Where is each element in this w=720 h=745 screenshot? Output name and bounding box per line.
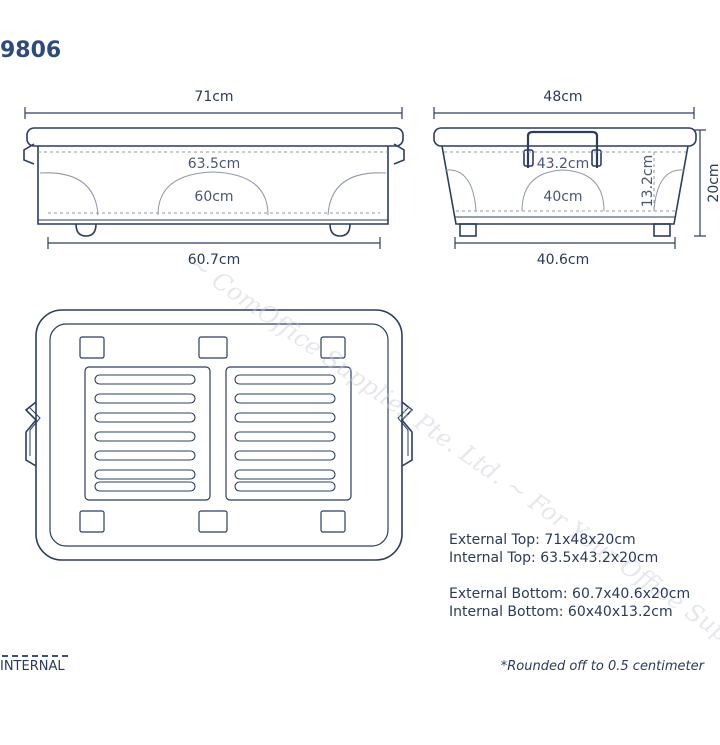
side-internal-height-label: 13.2cm: [640, 155, 656, 208]
storage-box-diagram: 71cm 63.5cm 60cm 60.7cm: [23, 89, 720, 561]
top-left-handle: [24, 401, 38, 467]
front-view: [23, 107, 405, 249]
side-internal-top-label: 43.2cm: [537, 156, 590, 172]
front-left-handle: [23, 143, 35, 165]
square-top-left: [79, 336, 105, 359]
specifications-list: External Top: 71x48x20cm Internal Top: 6…: [449, 531, 690, 621]
front-right-foot: [329, 223, 351, 237]
front-top-label: 71cm: [194, 89, 233, 105]
square-bottom-center: [198, 510, 228, 533]
side-top-label: 48cm: [543, 89, 582, 105]
top-view: [24, 309, 414, 561]
top-lid-inner: [49, 323, 389, 547]
side-internal-bottom-label: 40cm: [543, 189, 582, 205]
side-bottom-label: 40.6cm: [537, 252, 590, 268]
spec-external-bottom: External Bottom: 60.7x40.6x20cm: [449, 586, 691, 602]
side-right-foot: [653, 223, 671, 237]
front-body: [37, 146, 389, 225]
front-lid: [26, 127, 404, 147]
slot-panel-left: [84, 366, 211, 501]
side-view: [433, 107, 706, 249]
slot-panel-right: [225, 366, 352, 501]
spec-internal-top: Internal Top: 63.5x43.2x20cm: [449, 550, 659, 566]
square-top-right: [320, 336, 346, 359]
top-lid-outer: [35, 309, 403, 561]
front-internal-top-label: 63.5cm: [188, 156, 241, 172]
model-number-title: 9806: [0, 38, 62, 63]
side-handle: [526, 130, 599, 168]
front-internal-bottom-label: 60cm: [194, 189, 233, 205]
square-top-center: [198, 336, 228, 359]
legend-dashed-line: [2, 655, 68, 657]
square-bottom-left: [79, 510, 105, 533]
front-bottom-label: 60.7cm: [188, 252, 241, 268]
side-height-label: 20cm: [706, 163, 720, 202]
square-bottom-right: [320, 510, 346, 533]
side-lid: [433, 127, 697, 147]
front-left-foot: [75, 223, 97, 237]
side-body: [441, 145, 689, 225]
footnote: *Rounded off to 0.5 centimeter: [500, 659, 704, 674]
top-right-handle: [400, 401, 414, 467]
spec-internal-bottom: Internal Bottom: 60x40x13.2cm: [449, 604, 673, 620]
legend-label: INTERNAL: [0, 659, 65, 674]
spec-external-top: External Top: 71x48x20cm: [449, 532, 636, 548]
side-left-foot: [459, 223, 477, 237]
front-right-handle: [393, 143, 405, 165]
